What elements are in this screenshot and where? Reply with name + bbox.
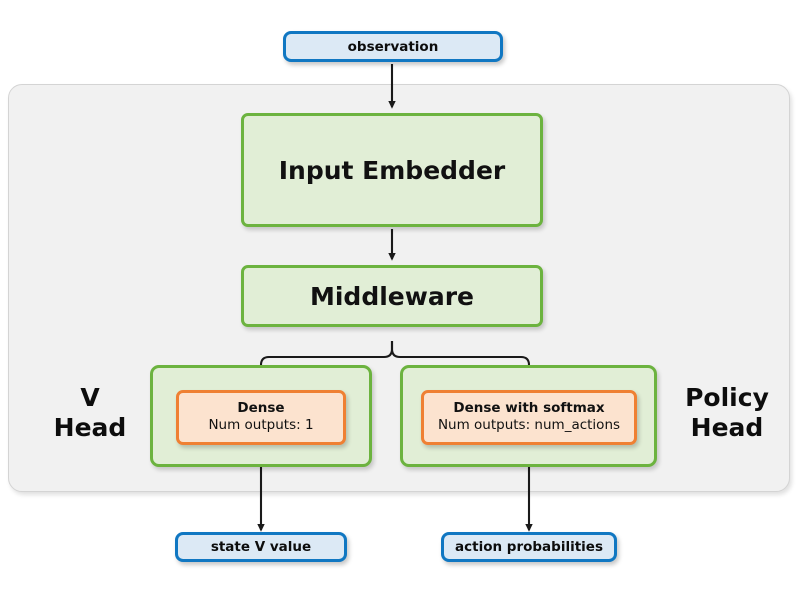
node-policy-dense-subtitle: Num outputs: num_actions [437, 417, 621, 434]
node-v-dense-subtitle: Num outputs: 1 [208, 417, 314, 434]
node-policy-dense-title: Dense with softmax [453, 400, 605, 417]
node-v-dense[interactable]: Dense Num outputs: 1 [176, 390, 346, 445]
node-observation[interactable]: observation [283, 31, 503, 62]
node-policy-dense[interactable]: Dense with softmax Num outputs: num_acti… [421, 390, 637, 445]
node-middleware[interactable]: Middleware [241, 265, 543, 327]
node-v-dense-title: Dense [237, 400, 285, 417]
node-action-probabilities[interactable]: action probabilities [441, 532, 617, 562]
node-action-probabilities-label: action probabilities [455, 539, 603, 555]
caption-policy-head: Policy Head [662, 383, 792, 442]
node-observation-label: observation [347, 38, 439, 55]
node-state-v-value[interactable]: state V value [175, 532, 347, 562]
node-state-v-value-label: state V value [210, 539, 312, 555]
caption-v-head-line1: V [80, 383, 100, 412]
node-input-embedder[interactable]: Input Embedder [241, 113, 543, 227]
caption-v-head: V Head [30, 383, 150, 442]
node-middleware-label: Middleware [309, 281, 474, 311]
caption-v-head-line2: Head [53, 412, 127, 442]
caption-policy-head-line2: Head [690, 412, 764, 442]
caption-policy-head-line1: Policy [685, 383, 769, 412]
node-input-embedder-label: Input Embedder [278, 155, 506, 185]
